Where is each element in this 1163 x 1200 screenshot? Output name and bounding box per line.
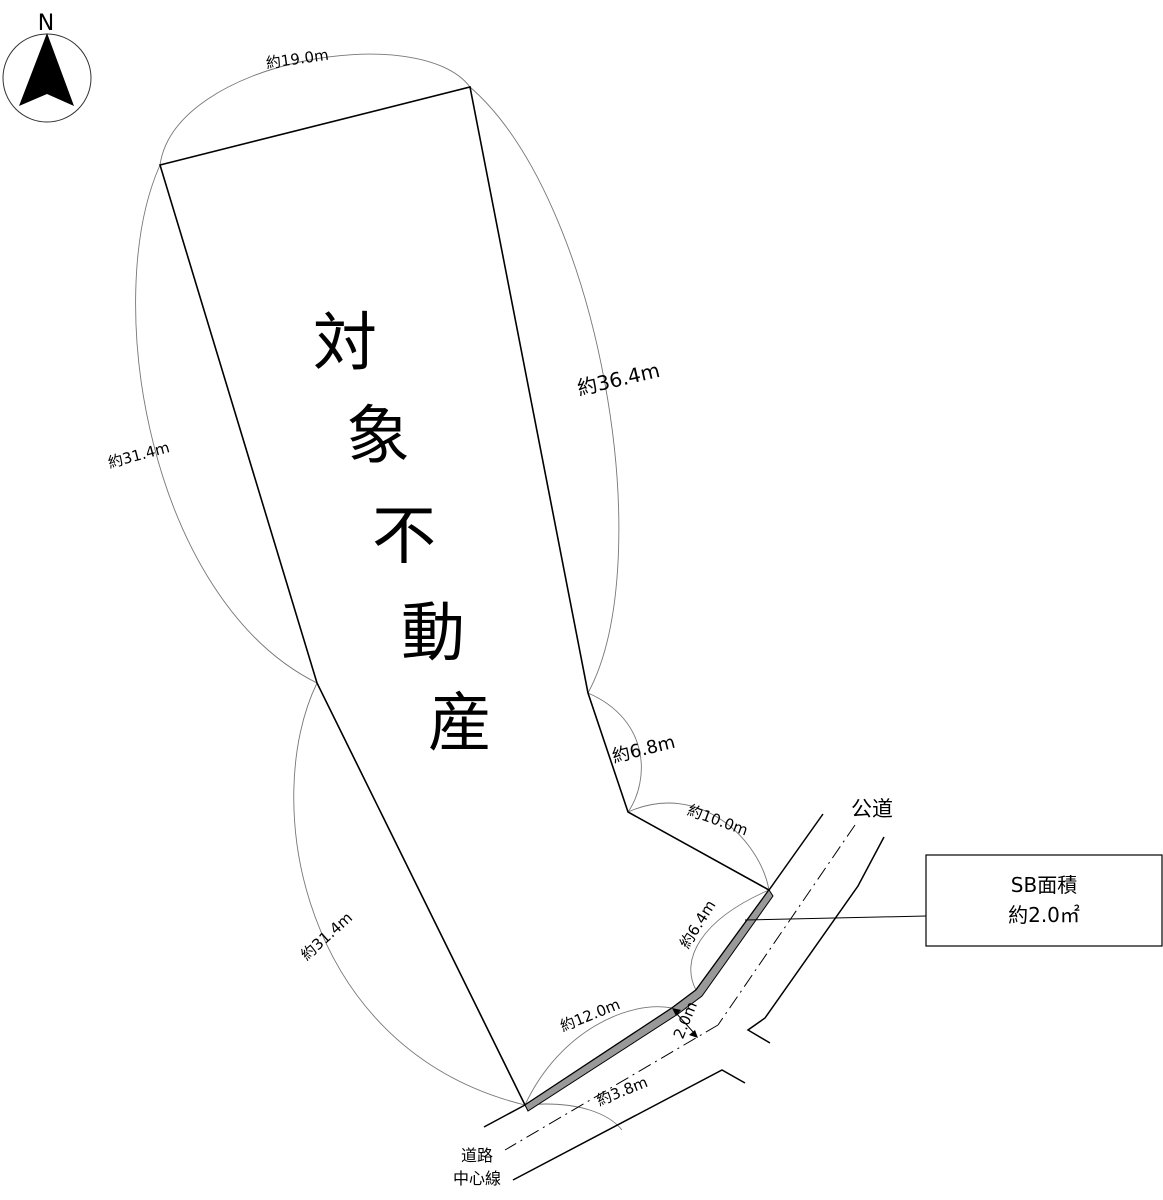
dim-top: 約19.0m — [265, 46, 330, 73]
dimension-arcs — [135, 53, 770, 1131]
setback-area-box — [925, 854, 1163, 947]
setback-leader-line — [744, 915, 927, 921]
dim-road-half-width: 約3.8m — [594, 1073, 650, 1110]
public-road-label: 公道 — [851, 797, 893, 821]
north-label: N — [38, 11, 54, 36]
property-label-char-5: 産 — [428, 687, 492, 761]
centerline-label-line2: 中心線 — [453, 1169, 501, 1188]
road-edges — [483, 813, 885, 1181]
setback-width-arrow — [672, 1008, 698, 1038]
dim-inner-diag: 約10.0m — [685, 801, 750, 839]
dim-right-long: 約36.4m — [575, 358, 662, 400]
property-label-char-4: 動 — [401, 597, 465, 671]
property-label-char-3: 不 — [372, 500, 436, 574]
north-compass-icon — [2, 33, 92, 123]
road-centerline — [504, 824, 856, 1151]
dim-setback-short: 約6.4m — [676, 897, 720, 952]
property-outline — [158, 86, 771, 1107]
property-label-char-1: 対 — [313, 307, 377, 381]
dim-bottom-diag: 約12.0m — [558, 995, 623, 1035]
dim-inner-short: 約6.8m — [610, 732, 677, 768]
dim-left-upper: 約31.4m — [106, 438, 172, 472]
setback-strip — [524, 889, 774, 1112]
property-label-char-2: 象 — [346, 400, 410, 474]
dim-left-lower: 約31.4m — [297, 909, 356, 965]
setback-area-value: 約2.0㎡ — [1008, 903, 1080, 927]
centerline-label-line1: 道路 — [461, 1146, 493, 1165]
setback-area-title: SB面積 — [1011, 873, 1077, 897]
